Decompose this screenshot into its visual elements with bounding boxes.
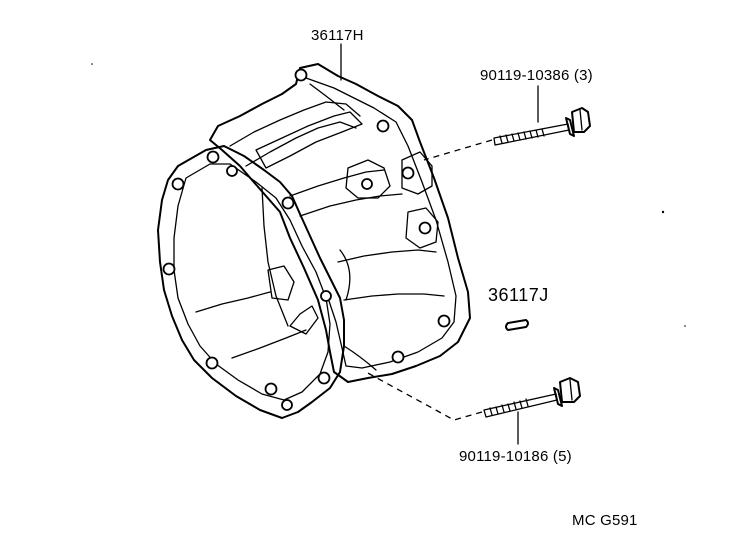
- case-lower-bulge: [343, 345, 377, 371]
- case-rear-flange-inner: [305, 77, 457, 369]
- case-rear-flange-outline: [209, 63, 471, 383]
- front-flange-hole-2: [226, 165, 238, 177]
- upper-bolt-flange: [565, 117, 575, 137]
- part-number-label: 36117J: [488, 285, 549, 305]
- case-body-line-2: [299, 193, 403, 217]
- transmission-case-drawing: [157, 63, 471, 419]
- case-front-flange-outline: [157, 145, 345, 419]
- part-number-label: 90119-10386 (3): [480, 67, 593, 84]
- upper-bolt-thread: [499, 128, 545, 144]
- figure-code: MC G591: [572, 512, 638, 529]
- case-top-ridge: [229, 101, 361, 147]
- part-number-label: 90119-10186 (5): [459, 448, 572, 465]
- case-top-ridge-2: [245, 121, 357, 167]
- front-flange-hole-9: [317, 371, 331, 385]
- rear-flange-hole-2: [376, 119, 390, 133]
- case-boss-center: [405, 207, 439, 249]
- case-boss-right: [401, 151, 433, 195]
- speck: [661, 210, 665, 214]
- case-cavity-line-2: [195, 291, 271, 313]
- case-body-bulge: [339, 249, 351, 301]
- case-front-flange-inner: [173, 163, 331, 401]
- front-flange-hole-1: [206, 150, 220, 164]
- rear-flange-hole-3: [401, 166, 415, 180]
- lower-bolt-thread: [489, 398, 529, 416]
- lower-bolt-flange: [553, 387, 563, 407]
- upper-bolt-head-face: [579, 109, 583, 131]
- case-cavity-line-3: [231, 329, 307, 359]
- speck: [91, 63, 93, 65]
- case-top-rib: [255, 111, 363, 169]
- lower-bolt-shank: [483, 393, 558, 418]
- rear-flange-hole-1: [294, 68, 308, 82]
- lower-bolt-head-face: [569, 379, 573, 401]
- rear-flange-hole-7: [391, 350, 405, 364]
- front-flange-hole-6: [205, 356, 219, 370]
- front-flange-hole-5: [162, 262, 176, 276]
- rear-flange-hole-4: [418, 221, 432, 235]
- speck: [684, 325, 686, 327]
- rear-flange-hole-6: [437, 314, 451, 328]
- case-cavity-line-1: [261, 187, 289, 327]
- case-boss-upper: [345, 159, 391, 199]
- lower-bolt-head: [559, 377, 581, 403]
- front-flange-hole-8: [281, 399, 293, 411]
- upper-bolt-head: [571, 107, 591, 133]
- front-flange-hole-3: [171, 177, 185, 191]
- knock-pin-body: [505, 319, 529, 331]
- lower-bolt-center-line: [365, 371, 483, 421]
- case-body-line-1: [289, 169, 385, 197]
- case-body-line-3: [337, 249, 437, 263]
- case-upper-rib: [309, 83, 345, 111]
- upper-bolt-center-line: [423, 139, 493, 161]
- lower-bolt-drawing: [483, 377, 581, 418]
- rear-flange-hole-5: [361, 178, 373, 190]
- case-cavity-rib: [289, 305, 319, 335]
- case-cavity-window: [267, 265, 295, 301]
- case-body-line-4: [343, 293, 445, 301]
- front-flange-hole-7: [264, 382, 278, 396]
- part-number-label: 36117H: [311, 27, 364, 44]
- upper-bolt-drawing: [493, 107, 591, 146]
- front-flange-hole-4: [281, 196, 295, 210]
- rear-flange-hole-8: [320, 290, 332, 302]
- knock-pin-drawing: [505, 319, 529, 331]
